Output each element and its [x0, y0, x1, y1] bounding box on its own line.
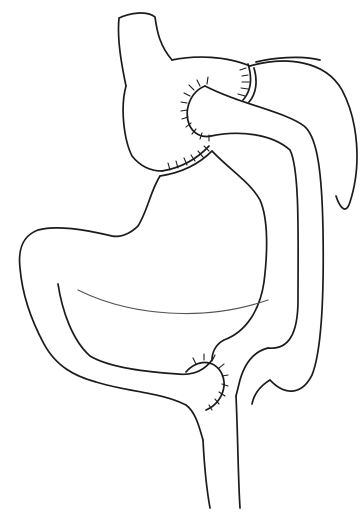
biliopancreatic-limb: [58, 284, 212, 374]
excluded-stomach: [250, 57, 357, 209]
gastrojejunal-anastomosis: [187, 86, 211, 137]
roux-limb-lower: [211, 133, 298, 348]
roux-limb-upper: [205, 86, 323, 391]
excluded-stomach-inner: [212, 151, 267, 360]
excluded-stomach-lower: [20, 176, 203, 440]
esophagus: [118, 13, 172, 86]
greater-curvature-line: [78, 290, 268, 313]
roux-to-common-join: [236, 348, 270, 404]
common-channel: [203, 396, 240, 508]
